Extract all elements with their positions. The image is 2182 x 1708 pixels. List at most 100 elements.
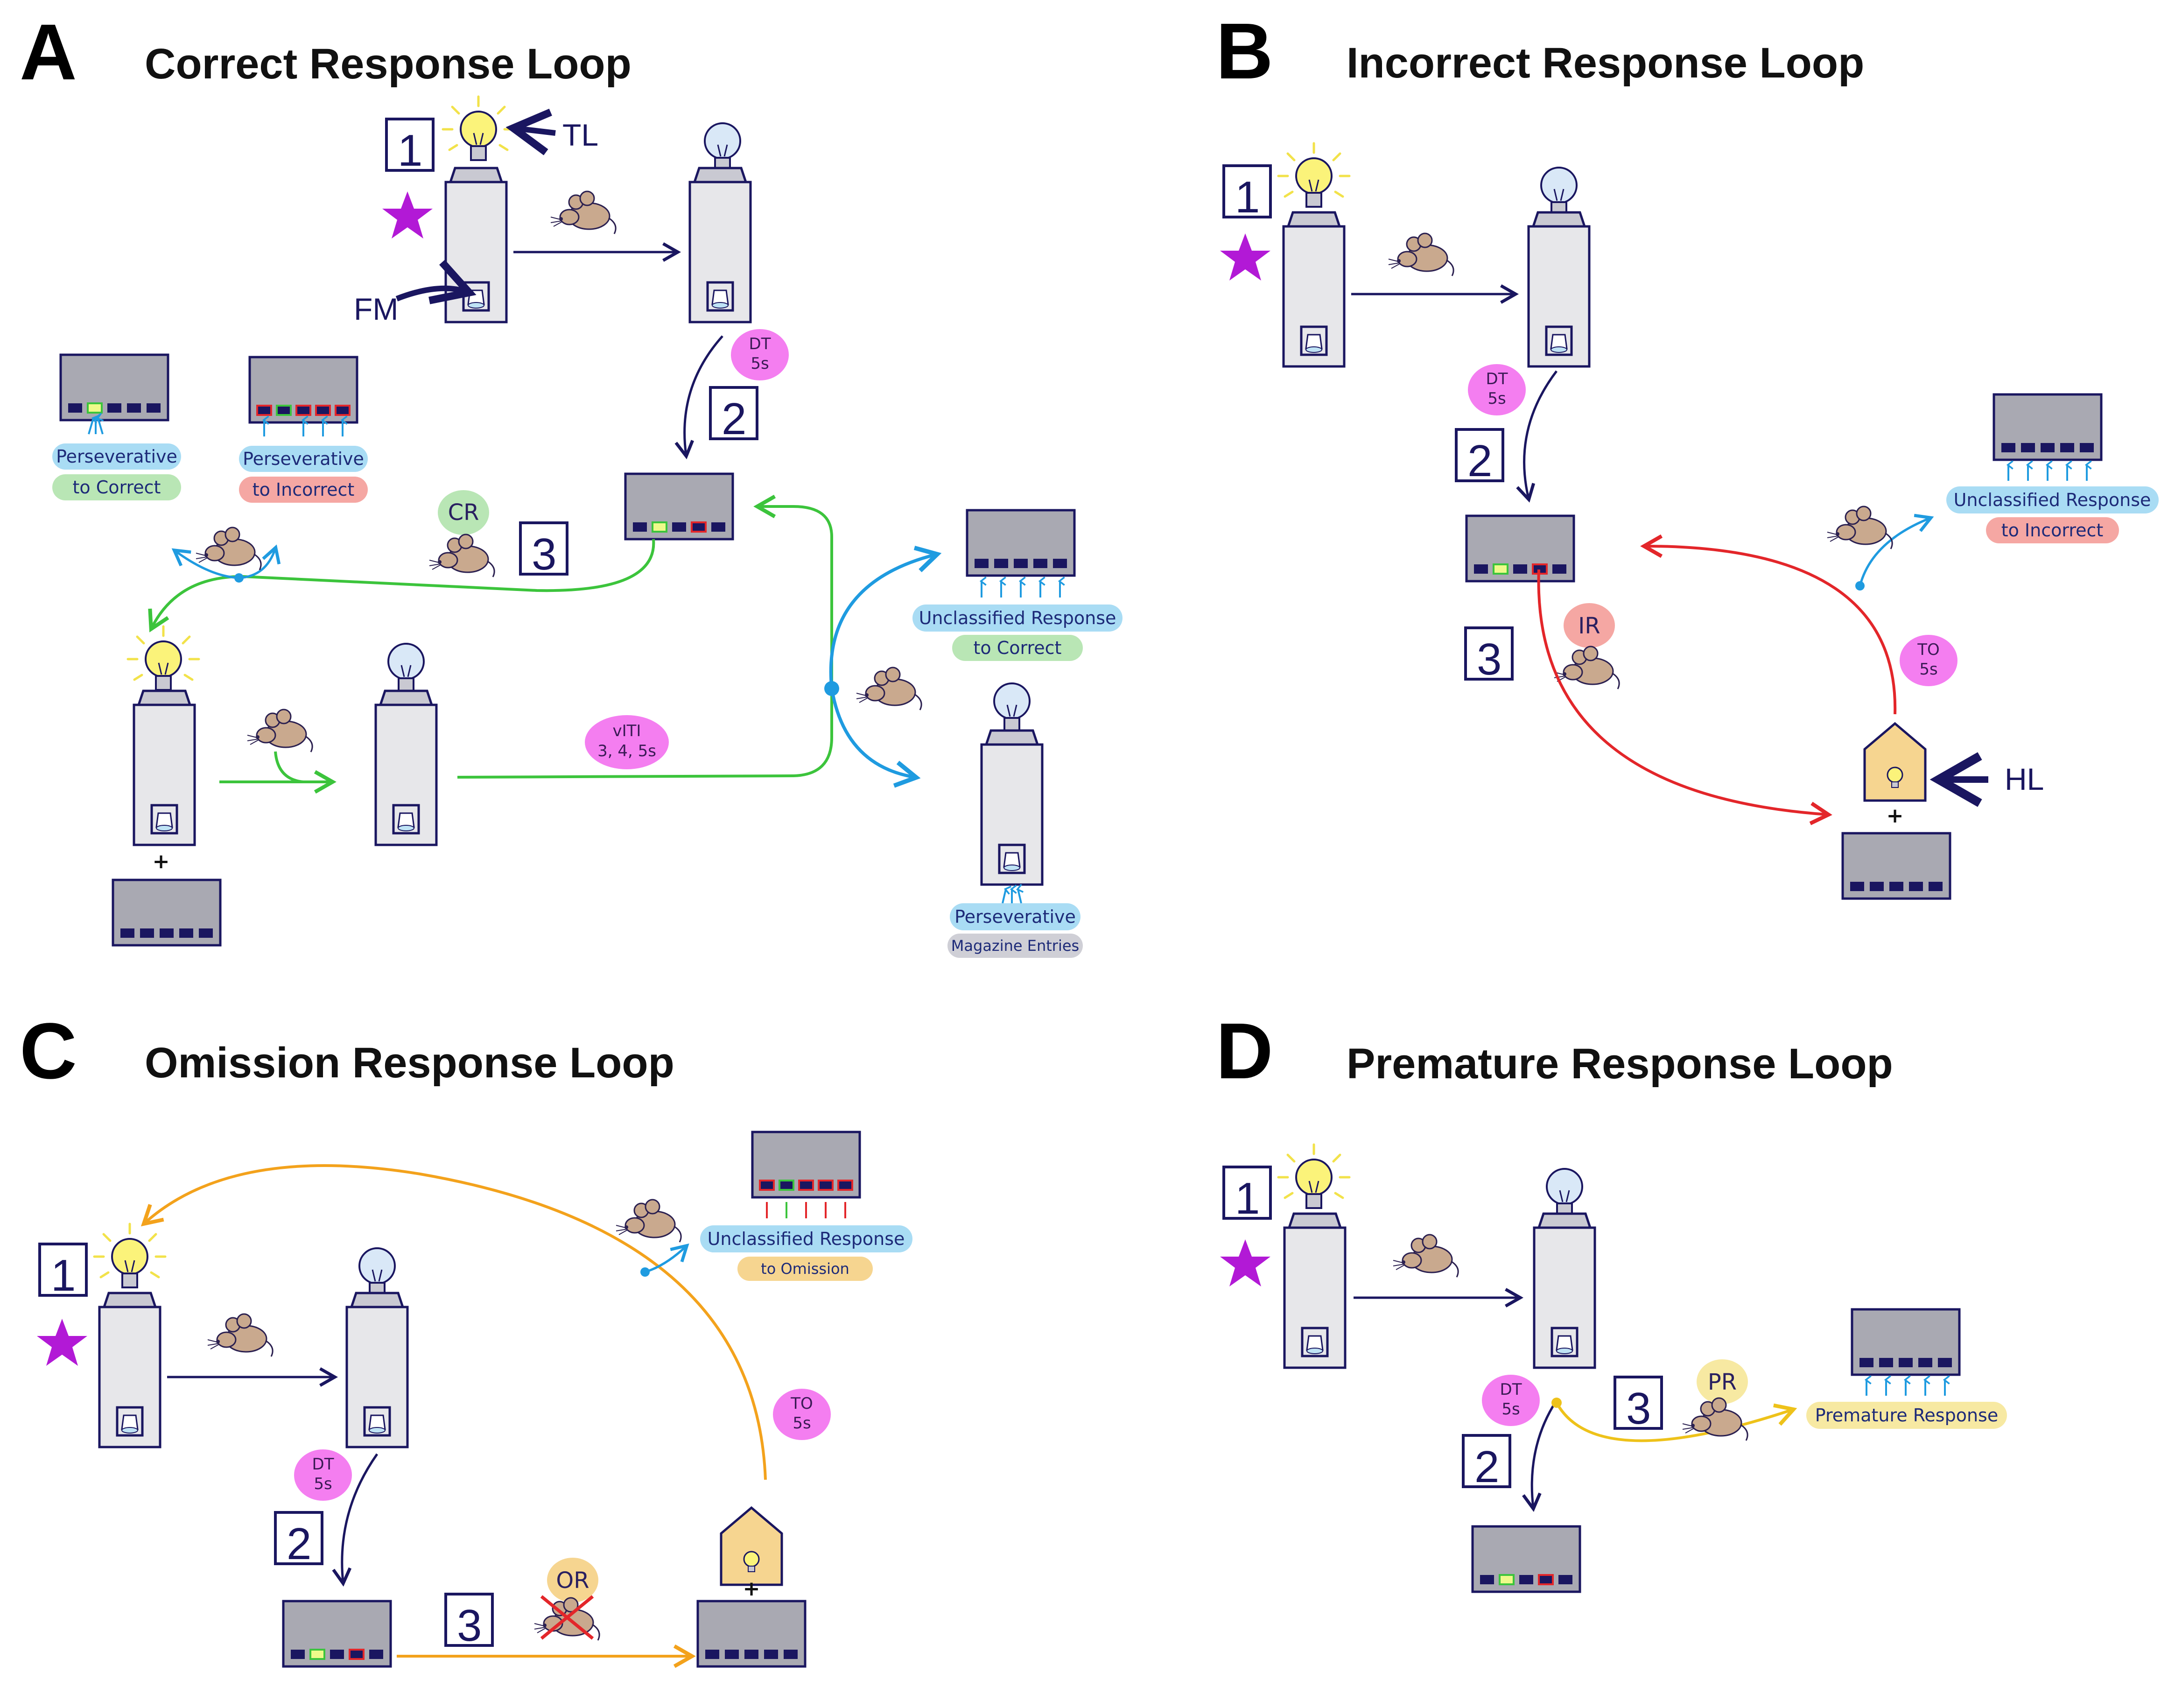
correct-hole — [87, 402, 103, 414]
light-bulb-icon — [128, 626, 199, 690]
dt-bubble: DT 5s — [731, 329, 789, 380]
svg-text:1: 1 — [398, 126, 422, 176]
svg-text:3: 3 — [532, 529, 556, 579]
svg-text:1: 1 — [51, 1251, 76, 1300]
magazine-icon — [347, 1293, 407, 1447]
premature-response-arrow — [1555, 1402, 1797, 1442]
svg-text:DT: DT — [749, 335, 771, 353]
nose-poke-arrows — [1002, 884, 1024, 904]
cross-icon — [540, 1595, 594, 1640]
svg-text:1: 1 — [1235, 172, 1260, 222]
branch-arrow — [171, 548, 239, 579]
svg-text:Magazine Entries: Magazine Entries — [951, 937, 1079, 955]
mouse-icon — [1682, 1397, 1748, 1441]
step-1-box: 1 — [1224, 1167, 1270, 1223]
mouse-icon — [1388, 232, 1454, 277]
mouse-icon — [1553, 646, 1620, 690]
svg-text:Unclassified Response: Unclassified Response — [708, 1229, 905, 1249]
svg-text:to Incorrect: to Incorrect — [2001, 520, 2104, 541]
svg-text:IR: IR — [1578, 613, 1600, 639]
perseverative-magazine-pill: Perseverative Magazine Entries — [947, 903, 1083, 958]
branch-arrow — [239, 544, 281, 579]
mouse-icon — [207, 1313, 274, 1357]
mouse-icon — [615, 1199, 682, 1243]
magazine-icon — [446, 168, 506, 322]
branch-arrow — [645, 1243, 689, 1273]
svg-text:Unclassified Response: Unclassified Response — [1954, 490, 2151, 510]
magazine-icon — [134, 691, 195, 845]
light-bulb-icon — [387, 643, 425, 693]
unclassified-omission-pill: Unclassified Response to Omission — [700, 1225, 912, 1281]
panel-a-letter: A — [20, 8, 77, 97]
plus-sign: + — [153, 850, 170, 873]
step-2-box: 2 — [1463, 1435, 1510, 1492]
panel-d-title: Premature Response Loop — [1347, 1040, 1893, 1088]
step-1-box: 1 — [40, 1244, 86, 1300]
viti-bubble: vITI 3, 4, 5s — [585, 715, 669, 769]
mouse-icon — [428, 534, 495, 578]
five-hole-panel — [1473, 1526, 1580, 1592]
svg-text:to Correct: to Correct — [73, 477, 161, 498]
svg-text:3, 4, 5s: 3, 4, 5s — [597, 742, 656, 760]
svg-text:Perseverative: Perseverative — [56, 446, 177, 467]
tl-arrow — [505, 108, 556, 155]
nose-poke-arrows — [262, 415, 348, 436]
star-icon — [1220, 233, 1270, 281]
to-bubble: TO 5s — [1900, 635, 1957, 686]
unclassified-incorrect-pill: Unclassified Response to Incorrect — [1946, 486, 2159, 543]
svg-text:2: 2 — [1467, 436, 1492, 486]
panel-c: C Omission Response Loop 1 DT 5s 2 3 OR … — [20, 1007, 912, 1668]
panel-d: D Premature Response Loop 1 DT 5s 2 3 PR — [1216, 1007, 2007, 1592]
nose-poke-arrows — [979, 576, 1065, 597]
svg-text:Perseverative: Perseverative — [243, 449, 364, 469]
step-2-box: 2 — [710, 387, 757, 444]
svg-text:3: 3 — [1477, 634, 1501, 684]
magazine-icon — [1534, 1214, 1595, 1368]
house-light-icon — [721, 1508, 782, 1585]
five-hole-panel — [967, 510, 1074, 576]
five-hole-panel — [283, 1601, 391, 1666]
five-hole-panel — [625, 474, 733, 539]
nose-poke-arrows — [766, 1202, 846, 1218]
panel-b-title: Incorrect Response Loop — [1347, 39, 1864, 87]
svg-text:Unclassified Response: Unclassified Response — [919, 608, 1116, 628]
step-3-box: 3 — [1466, 628, 1512, 684]
panel-a: A Correct Response Loop 1 TL FM DT 5s 2 — [20, 8, 1123, 958]
perseverative-incorrect-pill: Perseverative to Incorrect — [239, 446, 368, 503]
five-hole-panel — [113, 880, 220, 945]
branch-arrow — [829, 546, 942, 689]
svg-text:5s: 5s — [751, 354, 769, 373]
or-bubble: OR — [547, 1558, 598, 1603]
house-light-icon — [1865, 724, 1925, 801]
light-bulb-icon — [993, 682, 1031, 733]
plus-sign: + — [743, 1577, 760, 1601]
light-bulb-icon — [1546, 1168, 1583, 1218]
svg-text:Perseverative: Perseverative — [954, 907, 1076, 927]
svg-text:DT: DT — [1500, 1380, 1522, 1399]
svg-text:Premature Response: Premature Response — [1815, 1405, 1998, 1426]
step-2-box: 2 — [1456, 429, 1503, 486]
branch-arrow — [1859, 513, 1934, 586]
timeout-arrow — [140, 1164, 767, 1480]
star-icon — [382, 191, 433, 239]
to-bubble: TO 5s — [773, 1389, 831, 1440]
step-3-box: 3 — [520, 523, 567, 579]
panel-holes — [759, 1180, 853, 1191]
pr-bubble: PR — [1697, 1359, 1748, 1404]
panel-b: B Incorrect Response Loop 1 DT 5s 2 3 IR — [1216, 7, 2159, 899]
svg-text:vITI: vITI — [613, 722, 641, 740]
step-3-box: 3 — [1615, 1377, 1662, 1434]
light-bulb-icon — [94, 1224, 165, 1287]
dt-bubble: DT 5s — [1482, 1375, 1540, 1426]
arrow — [1522, 1399, 1558, 1512]
light-bulb-icon — [1540, 167, 1578, 217]
mouse-icon — [1826, 506, 1893, 550]
step-3-box: 3 — [446, 1594, 492, 1651]
svg-text:TO: TO — [1917, 640, 1940, 659]
svg-text:2: 2 — [1474, 1442, 1499, 1492]
viti-arrow — [457, 494, 833, 779]
five-hole-panel — [61, 355, 168, 420]
correct-hole — [276, 405, 292, 416]
panel-c-title: Omission Response Loop — [145, 1039, 674, 1087]
